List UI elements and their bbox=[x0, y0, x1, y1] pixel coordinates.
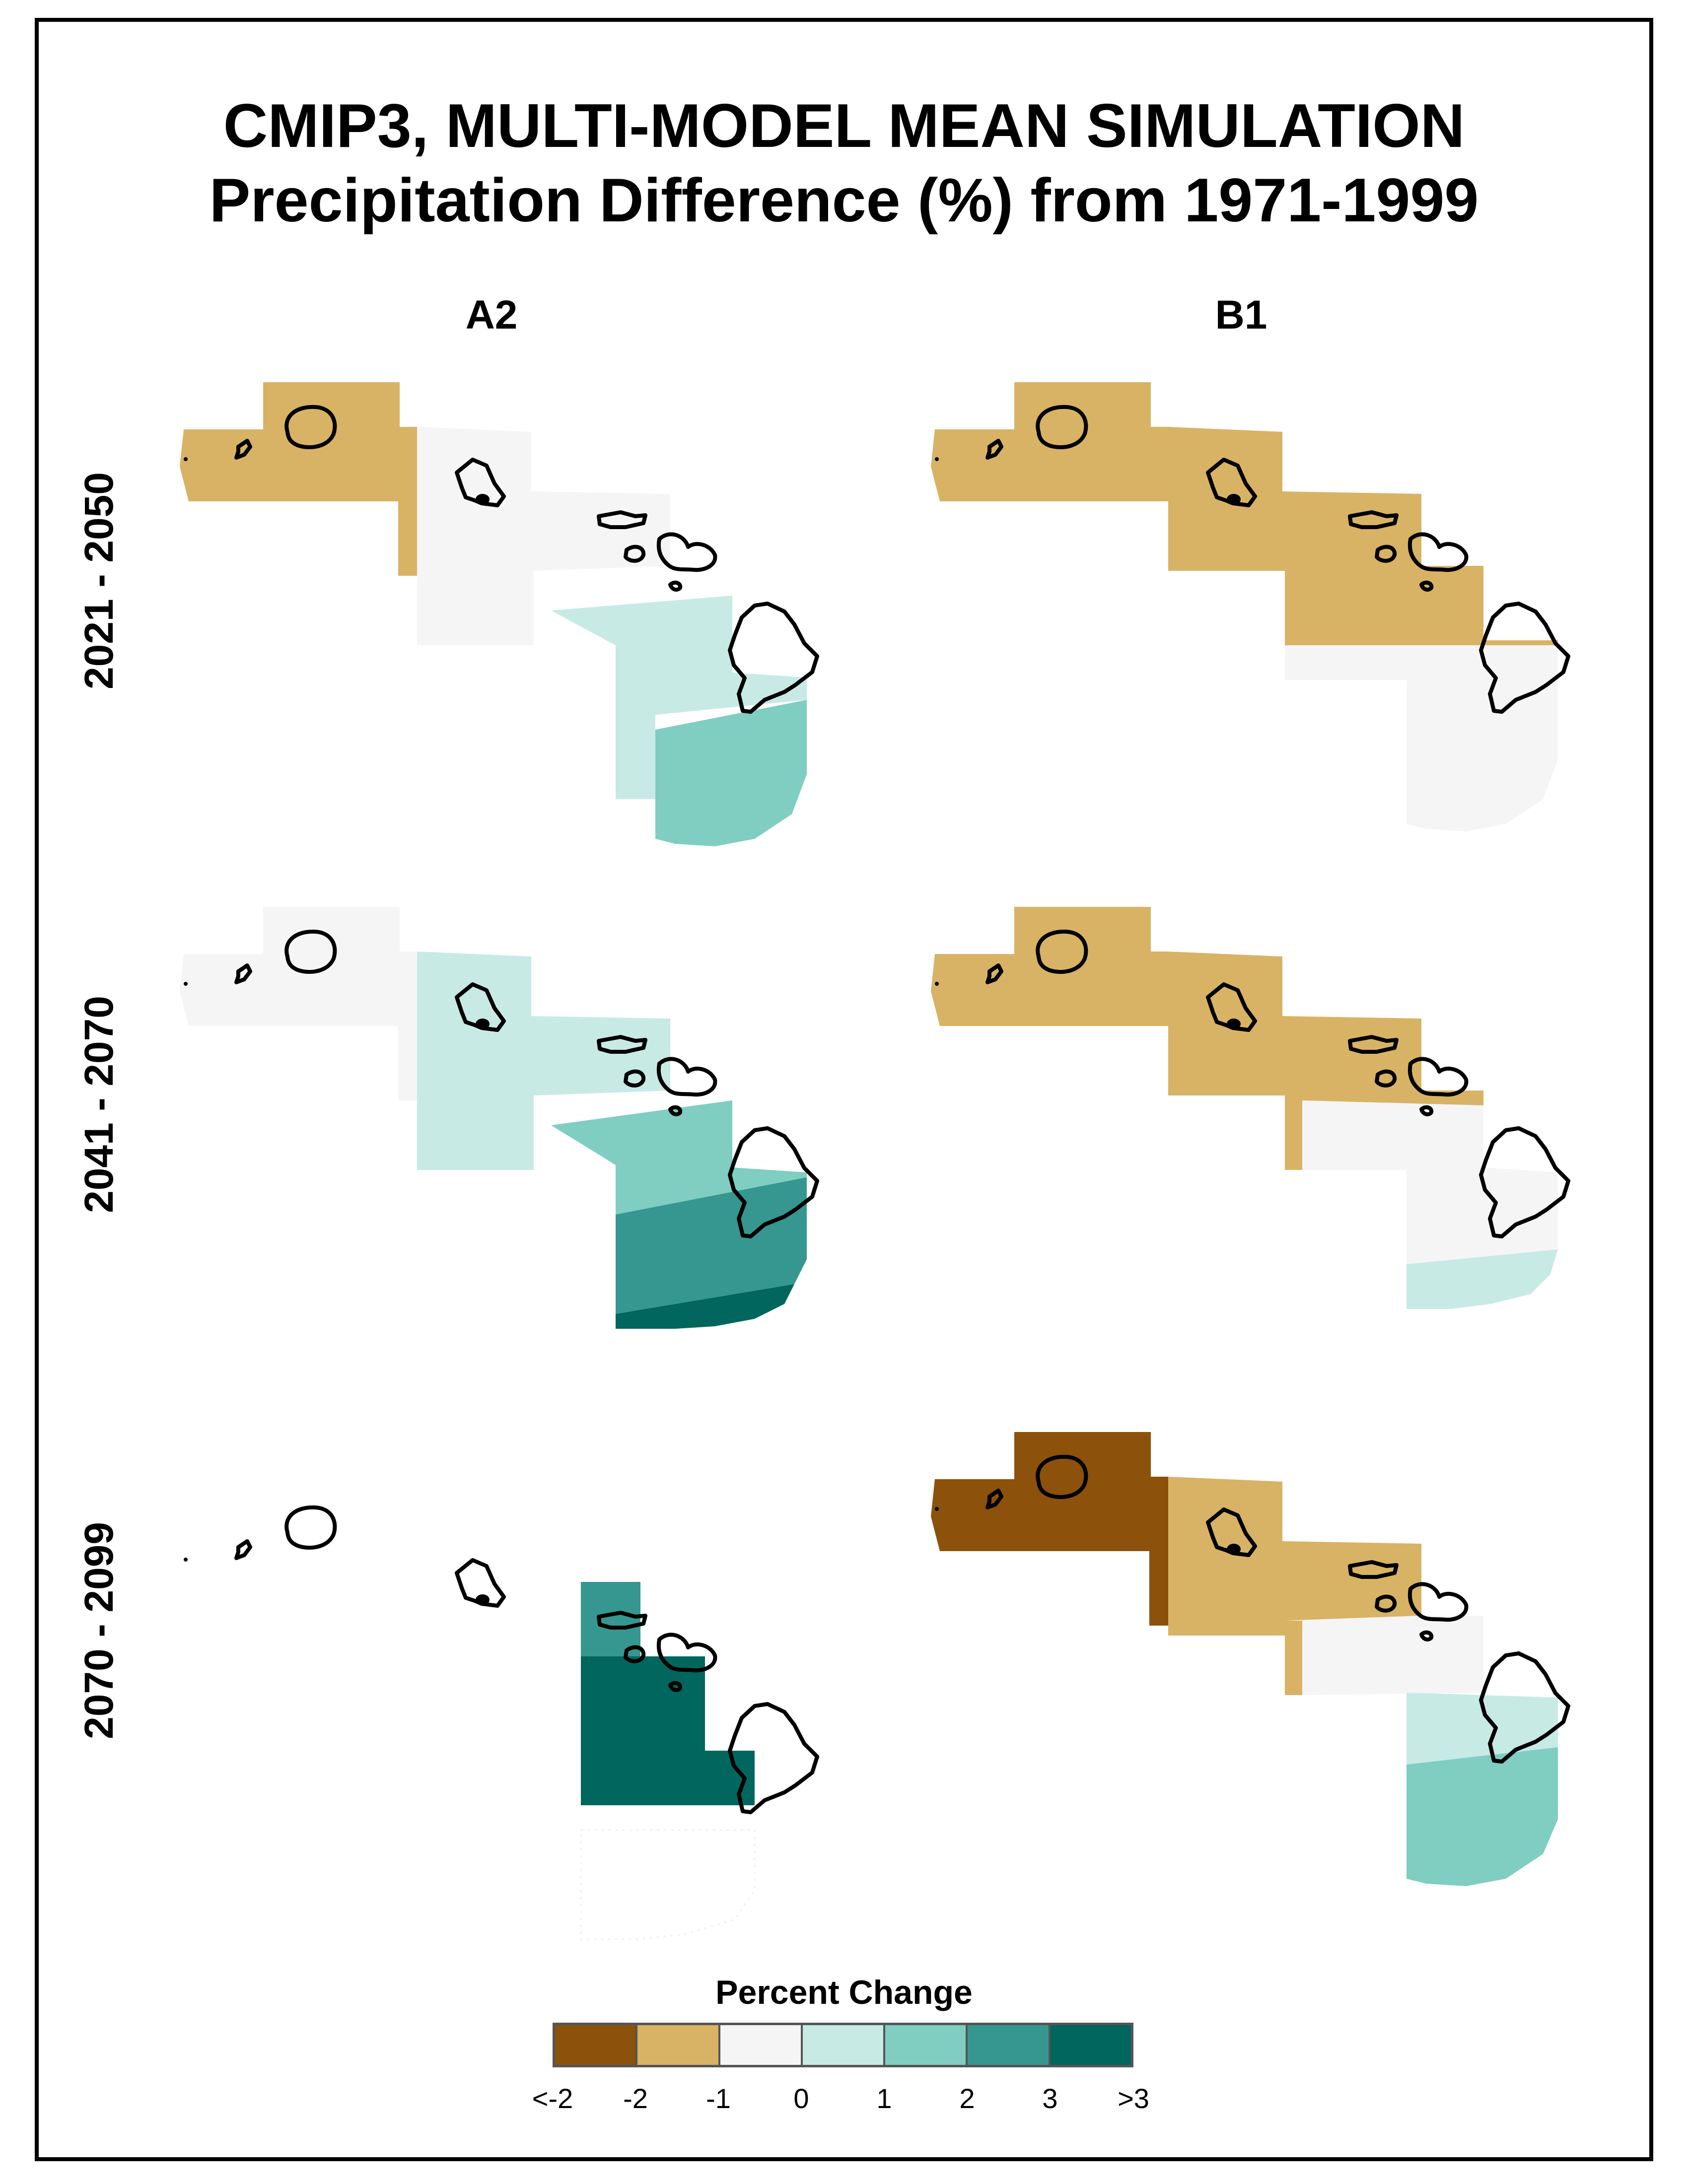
region-bigisland-north bbox=[551, 596, 807, 799]
column-header-a2: A2 bbox=[465, 292, 518, 338]
region-bigisland-tip bbox=[616, 1284, 794, 1329]
region-bigisland-north bbox=[1302, 1100, 1558, 1264]
legend-tick-label: 3 bbox=[1042, 2083, 1058, 2114]
region-bigisland-south bbox=[655, 700, 807, 846]
legend-tick-label: -1 bbox=[706, 2083, 731, 2114]
map-a2-2021-2050 bbox=[180, 382, 817, 846]
region-bigisland-south bbox=[1285, 645, 1558, 831]
legend-tick-label: >3 bbox=[1118, 2083, 1149, 2114]
legend-tick-label: 1 bbox=[876, 2083, 892, 2114]
figure-subtitle: Precipitation Difference (%) from 1971-1… bbox=[209, 166, 1479, 235]
region-oahu-maui bbox=[1168, 427, 1558, 645]
legend-swatch-2 bbox=[637, 2025, 720, 2065]
region-kauai bbox=[931, 1432, 1168, 1626]
legend-tick-label: 2 bbox=[959, 2083, 975, 2114]
legend-swatch-3 bbox=[720, 2025, 803, 2065]
region-bigisland-south bbox=[616, 1177, 807, 1314]
region-bigisland-south bbox=[1407, 1747, 1558, 1886]
map-b1-2021-2050 bbox=[931, 382, 1568, 831]
region-oahu bbox=[1168, 1477, 1421, 1636]
region-kauai bbox=[180, 382, 417, 576]
map-b1-2041-2070 bbox=[931, 907, 1568, 1309]
map-a2-2070-2099 bbox=[184, 1507, 817, 1940]
region-oahu-maui bbox=[417, 952, 670, 1170]
legend-title: Percent Change bbox=[715, 1974, 973, 2011]
legend-swatch-7 bbox=[1050, 2025, 1131, 2065]
map-a2-2041-2070 bbox=[180, 907, 817, 1329]
region-bigisland-north bbox=[551, 1100, 807, 1264]
figure-title: CMIP3, MULTI-MODEL MEAN SIMULATION bbox=[223, 92, 1465, 160]
region-maui-east bbox=[1302, 1616, 1483, 1695]
region-kauai bbox=[180, 907, 417, 1100]
region-oahu-maui bbox=[1168, 952, 1483, 1170]
region-kauai bbox=[931, 907, 1168, 1026]
legend-swatch-1 bbox=[555, 2025, 638, 2065]
column-header-b1: B1 bbox=[1215, 292, 1267, 338]
figure-frame bbox=[35, 18, 1653, 2161]
legend-colorbar bbox=[553, 2023, 1133, 2067]
region-maui-east bbox=[581, 1582, 640, 1656]
legend-swatch-4 bbox=[802, 2025, 886, 2065]
region-kauai bbox=[931, 382, 1168, 501]
region-oahu-maui bbox=[417, 427, 670, 645]
legend-swatch-5 bbox=[885, 2025, 968, 2065]
legend-tick-label: <-2 bbox=[532, 2083, 573, 2114]
legend-tick-label: 0 bbox=[793, 2083, 809, 2114]
region-bigisland-south bbox=[1407, 1249, 1558, 1309]
legend-swatch-6 bbox=[968, 2025, 1051, 2065]
region-maui bbox=[1285, 1621, 1302, 1695]
region-bigisland bbox=[581, 1656, 755, 1805]
legend-tick-label: -2 bbox=[623, 2083, 648, 2114]
map-b1-2070-2099 bbox=[931, 1432, 1568, 1886]
